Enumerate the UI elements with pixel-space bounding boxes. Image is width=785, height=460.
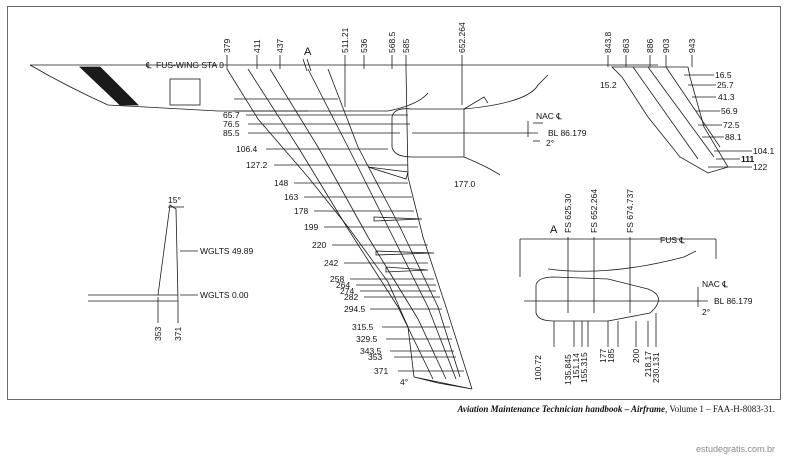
engine-station-label: 177.0 xyxy=(454,179,476,189)
span-station-label: 353 xyxy=(368,352,382,362)
fus-label: FUS ℄ xyxy=(660,235,685,245)
section-station-label: 230.131 xyxy=(651,352,661,383)
section-a-view xyxy=(519,237,717,347)
figure-caption: Aviation Maintenance Technician handbook… xyxy=(458,404,775,414)
span-station-label: 315.5 xyxy=(352,322,374,332)
tip-station-label: 88.1 xyxy=(725,132,742,142)
fuselage-door xyxy=(169,78,201,106)
wing-trailing-edge xyxy=(405,68,473,390)
section-nacelle-angle: 2° xyxy=(702,307,710,317)
section-marker-main: A xyxy=(304,46,312,58)
section-station-label: 185 xyxy=(606,349,616,363)
tip-station-label: 15.2 xyxy=(600,80,617,90)
winglet-station-label: 353 xyxy=(153,327,163,341)
span-station-label: 220 xyxy=(312,240,326,250)
fuselage-outline xyxy=(29,64,429,112)
station-label: 943 xyxy=(687,39,697,53)
fs-label: FS 674.737 xyxy=(625,189,635,233)
span-station-label: 106.4 xyxy=(236,144,258,154)
watermark-text: estudegratis.com.br xyxy=(695,444,775,454)
span-station-label: 199 xyxy=(304,222,318,232)
span-station-ticks xyxy=(246,114,464,372)
section-marker-a: A xyxy=(550,224,558,236)
tip-ticks xyxy=(684,74,752,168)
span-station-label: 148 xyxy=(274,178,288,188)
section-station-label: 177 xyxy=(598,349,608,363)
station-label: 536 xyxy=(359,39,369,53)
section-station-label: 151.14 xyxy=(571,353,581,379)
station-label: 379 xyxy=(222,39,232,53)
wing-station-diagram: ℄ FUS-WING STA 0 A 379 411 437 511.21 53… xyxy=(29,22,775,390)
station-label: 863 xyxy=(621,39,631,53)
nacelle-angle-label: 2° xyxy=(546,138,554,148)
station-label: 652.264 xyxy=(457,22,467,53)
section-nacelle-label: NAC ℄ xyxy=(702,279,728,289)
section-station-label: 218.17 xyxy=(643,351,653,377)
tip-station-label: 25.7 xyxy=(717,80,734,90)
tip-station-label: 72.5 xyxy=(723,120,740,130)
winglet-upper-label: WGLTS 49.89 xyxy=(200,246,253,256)
cockpit-window xyxy=(78,66,139,106)
caption-rest: , Volume 1 – FAA-H-8083-31. xyxy=(665,404,775,414)
station-label: 511.21 xyxy=(340,27,350,53)
span-station-label: 264 xyxy=(336,280,350,290)
span-station-label: 329.5 xyxy=(356,334,378,344)
span-station-label: 163 xyxy=(284,192,298,202)
span-station-label: 282 xyxy=(344,292,358,302)
section-nacelle-bl: BL 86.179 xyxy=(714,296,753,306)
station-label: 886 xyxy=(645,39,655,53)
caption-title: Aviation Maintenance Technician handbook… xyxy=(457,404,665,414)
tip-station-label: 122 xyxy=(753,162,767,172)
span-station-label: 343.5 xyxy=(360,346,382,356)
station-label: 568.5 xyxy=(387,31,397,53)
tip-planform xyxy=(611,66,729,174)
section-station-label: 100.72 xyxy=(533,355,543,381)
winglet-station-label: 371 xyxy=(173,327,183,341)
section-bottom-stations: 100.72 135.845 151.14 155.315 177 185 20… xyxy=(533,349,661,385)
winglet-lower-label: WGLTS 0.00 xyxy=(200,290,249,300)
winglet-view xyxy=(88,204,198,323)
fs-label: FS 652.264 xyxy=(589,189,599,233)
nacelle-bl-label: BL 86.179 xyxy=(548,128,587,138)
station-label: 903 xyxy=(661,39,671,53)
tip-station-label: 104.1 xyxy=(753,146,775,156)
span-station-label: 274 xyxy=(340,286,354,296)
span-station-label: 371 xyxy=(374,366,388,376)
span-station-label: 258 xyxy=(330,274,344,284)
figure-frame: ℄ FUS-WING STA 0 A 379 411 437 511.21 53… xyxy=(7,6,781,400)
section-station-label: 200 xyxy=(631,349,641,363)
section-nacelle xyxy=(535,276,659,322)
span-station-label: 85.5 xyxy=(223,128,240,138)
nacelle-label: NAC ℄ xyxy=(536,111,562,121)
tip-station-label: 111 xyxy=(741,154,755,164)
station-label: 585 xyxy=(401,39,411,53)
span-station-label: 127.2 xyxy=(246,160,268,170)
station-label: 411 xyxy=(252,39,262,53)
tip-station-label: 56.9 xyxy=(721,106,738,116)
tip-station-label: 41.3 xyxy=(718,92,735,102)
span-station-label: 65.7 xyxy=(223,110,240,120)
span-station-label: 178 xyxy=(294,206,308,216)
tip-angle-label: 4° xyxy=(400,377,408,387)
wing-tip xyxy=(413,376,473,390)
fus-wing-ref-label: ℄ xyxy=(145,60,152,70)
span-station-label: 76.5 xyxy=(223,119,240,129)
span-station-label: 242 xyxy=(324,258,338,268)
station-label: 843.8 xyxy=(603,31,613,53)
section-station-label: 135.845 xyxy=(563,354,573,385)
fs-label: FS 625.30 xyxy=(563,194,573,233)
winglet-angle-label: 15° xyxy=(168,195,181,205)
span-station-label: 294.5 xyxy=(344,304,366,314)
tip-station-label: 16.5 xyxy=(715,70,732,80)
section-station-label: 155.315 xyxy=(579,352,589,383)
station-label: 437 xyxy=(275,39,285,53)
fus-wing-ref-text: FUS-WING STA 0 xyxy=(156,60,224,70)
